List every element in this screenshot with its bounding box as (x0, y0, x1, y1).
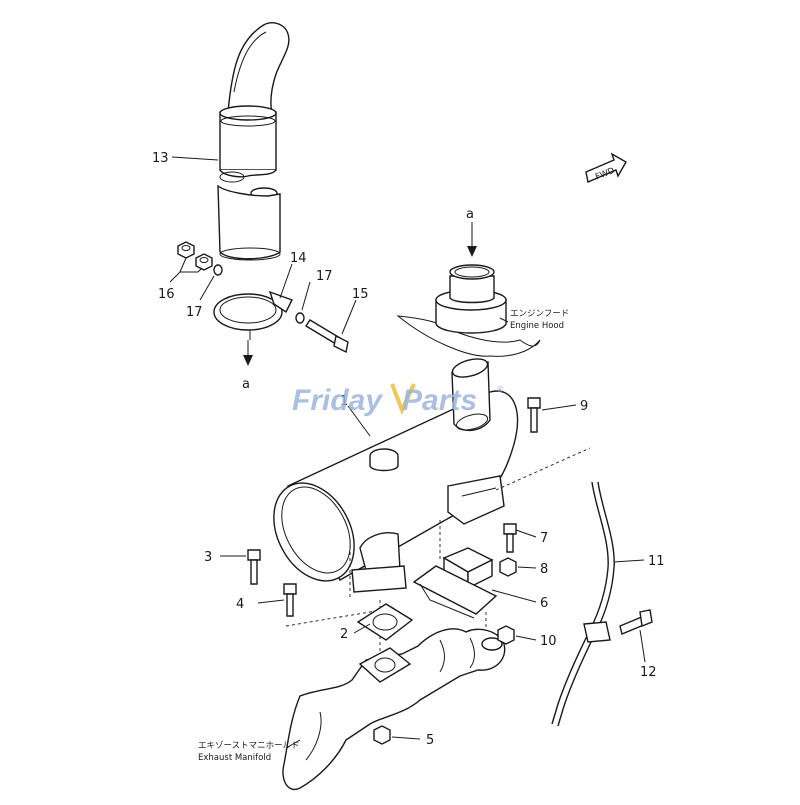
callout-13: 13 (152, 151, 169, 166)
nut-10 (497, 625, 515, 645)
engine-hood-en: Engine Hood (510, 321, 564, 331)
callout-11: 11 (648, 554, 665, 569)
view-arrow-into-hood (467, 222, 477, 257)
bolt-7 (503, 523, 517, 553)
washers-17 (213, 264, 305, 324)
bolt-4 (283, 583, 297, 617)
callout-5: 5 (426, 733, 434, 748)
callout-3: 3 (204, 550, 212, 565)
watermark-check-icon (390, 383, 416, 416)
callout-4: 4 (236, 597, 244, 612)
drain-tube (551, 481, 615, 727)
watermark-logo: Friday Parts ® (292, 383, 504, 417)
callout-6: 6 (540, 596, 548, 611)
callout-14: 14 (290, 251, 307, 266)
view-label-a-bottom: a (242, 377, 250, 392)
fwd-direction-arrow: FWD (585, 152, 627, 183)
exhaust-manifold (282, 628, 506, 791)
callout-numbers: 13 14 17 15 16 17 1 9 3 4 7 8 6 10 11 12… (152, 151, 665, 748)
nut-8 (499, 557, 517, 577)
watermark-text-2: Parts (402, 384, 477, 417)
callout-7: 7 (540, 531, 548, 546)
gasket (356, 603, 414, 641)
callout-leaders (169, 156, 646, 749)
bolt-12 (619, 609, 653, 635)
exhaust-manifold-en: Exhaust Manifold (198, 753, 271, 763)
watermark-registered: ® (496, 385, 504, 394)
bolt-3 (247, 549, 261, 585)
bolt-9 (527, 397, 541, 433)
watermark-text-1: Friday (292, 384, 383, 417)
callout-10: 10 (540, 634, 557, 649)
component-labels: エンジンフード Engine Hood エキゾーストマニホールド Exhaust… (198, 309, 569, 763)
view-label-a-top: a (466, 207, 474, 222)
callout-17-right: 17 (316, 269, 333, 284)
bolt-15 (305, 319, 349, 354)
callout-15: 15 (352, 287, 369, 302)
nuts-16 (177, 241, 213, 271)
muffler (273, 358, 519, 593)
exhaust-stack-pipe (217, 22, 290, 261)
callout-8: 8 (540, 562, 548, 577)
callout-9: 9 (580, 399, 588, 414)
clamp-ring (213, 290, 293, 340)
view-arrow-down (243, 340, 253, 366)
mount-bracket (412, 547, 498, 619)
callout-12: 12 (640, 665, 657, 680)
callout-2: 2 (340, 627, 348, 642)
callout-16: 16 (158, 287, 175, 302)
callout-1: 1 (340, 394, 348, 409)
engine-hood-collar (396, 264, 541, 357)
engine-hood-jp: エンジンフード (510, 309, 569, 319)
callout-17-left: 17 (186, 305, 203, 320)
nut-5 (373, 725, 391, 745)
exhaust-manifold-jp: エキゾーストマニホールド (198, 741, 300, 751)
